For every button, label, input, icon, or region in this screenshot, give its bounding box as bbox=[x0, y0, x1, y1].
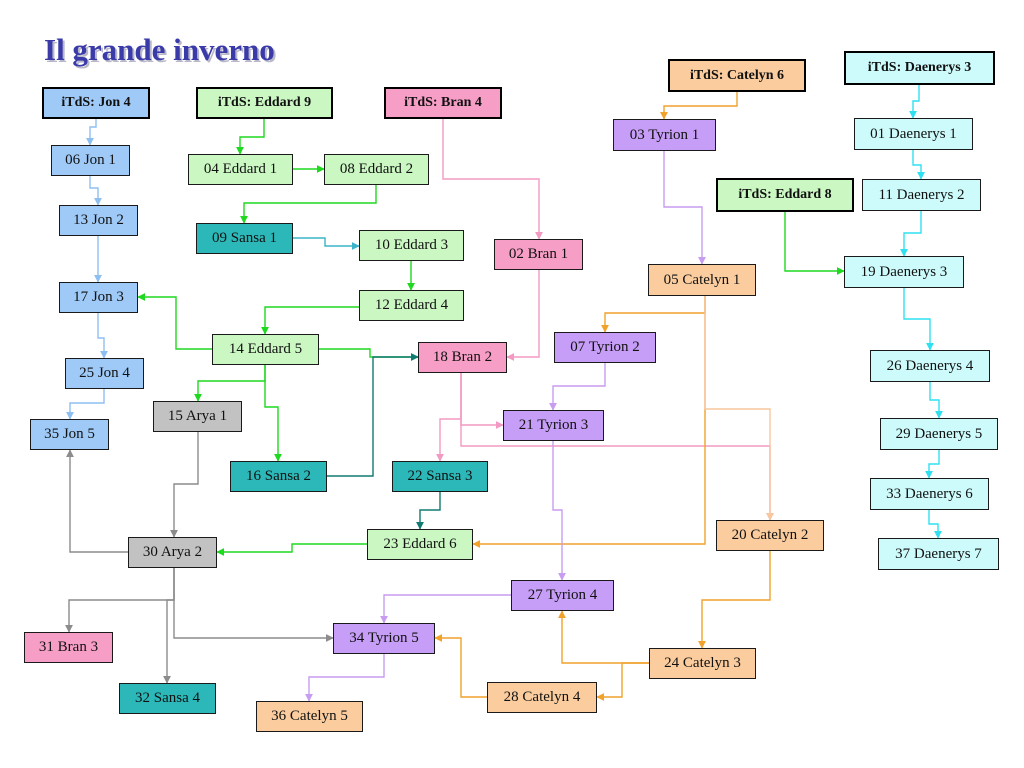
node-n23: 23 Eddard 6 bbox=[367, 529, 473, 560]
edge-n29-to-n33 bbox=[925, 450, 940, 479]
edge-n27-to-n34 bbox=[380, 594, 511, 624]
edge-n02-to-n18 bbox=[506, 270, 540, 361]
node-n32: 32 Sansa 4 bbox=[119, 683, 216, 714]
node-n21: 21 Tyrion 3 bbox=[503, 410, 604, 441]
node-n05: 05 Catelyn 1 bbox=[648, 264, 756, 296]
edge-n30-to-n32 bbox=[163, 568, 175, 684]
edge-n05-to-n20 bbox=[704, 296, 774, 521]
node-n34: 34 Tyrion 5 bbox=[333, 623, 435, 654]
edge-n23-to-n30 bbox=[216, 543, 367, 556]
node-n24: 24 Catelyn 3 bbox=[649, 648, 756, 679]
edge-n09-to-n10 bbox=[293, 237, 360, 250]
edge-n14-to-n17 bbox=[137, 293, 212, 350]
edge-n18-to-n22 bbox=[436, 373, 462, 462]
node-n25: 25 Jon 4 bbox=[65, 358, 144, 389]
edge-n21-to-n27 bbox=[552, 441, 566, 581]
edge-n03-to-n05 bbox=[663, 151, 706, 265]
edge-h_daenerys3-to-n01 bbox=[909, 85, 920, 119]
edge-n18-to-n20 bbox=[460, 373, 774, 521]
edge-n14-to-n15 bbox=[194, 365, 266, 402]
edge-n06-to-n13 bbox=[89, 176, 102, 206]
edge-n30-to-n35 bbox=[66, 449, 128, 553]
node-n19: 19 Daenerys 3 bbox=[844, 256, 964, 288]
node-n27: 27 Tyrion 4 bbox=[511, 580, 614, 611]
node-n08: 08 Eddard 2 bbox=[324, 154, 429, 185]
node-h_catelyn6: iTdS: Catelyn 6 bbox=[668, 59, 806, 92]
edge-n17-to-n25 bbox=[97, 313, 108, 359]
node-n01: 01 Daenerys 1 bbox=[854, 118, 973, 150]
edge-n30-to-n34 bbox=[173, 568, 334, 642]
edge-h_jon-to-n06 bbox=[86, 119, 97, 146]
node-n17: 17 Jon 3 bbox=[59, 282, 138, 313]
edge-n14-to-n16 bbox=[264, 365, 282, 462]
edge-n11-to-n19 bbox=[900, 211, 922, 257]
edge-n26-to-n29 bbox=[929, 382, 943, 419]
node-n11: 11 Daenerys 2 bbox=[862, 179, 981, 211]
node-n12: 12 Eddard 4 bbox=[359, 290, 464, 321]
edge-n24-to-n28 bbox=[596, 662, 649, 701]
edge-n25-to-n35 bbox=[66, 389, 105, 420]
node-n18: 18 Bran 2 bbox=[418, 342, 507, 373]
edge-h_eddard8-to-n19 bbox=[784, 212, 845, 275]
node-n36: 36 Catelyn 5 bbox=[256, 701, 363, 732]
edge-n20-to-n24 bbox=[698, 551, 771, 649]
node-n16: 16 Sansa 2 bbox=[230, 461, 327, 492]
page-title: Il grande inverno bbox=[44, 32, 275, 67]
edge-n22-to-n23 bbox=[416, 492, 441, 530]
node-h_eddard9: iTdS: Eddard 9 bbox=[196, 87, 333, 119]
node-n15: 15 Arya 1 bbox=[153, 401, 242, 432]
edge-n01-to-n11 bbox=[912, 150, 925, 180]
node-n33: 33 Daenerys 6 bbox=[870, 478, 989, 510]
edge-n30-to-n31 bbox=[65, 568, 175, 633]
edge-n14-to-n18 bbox=[319, 348, 419, 361]
edge-h_catelyn6-to-n03 bbox=[660, 92, 738, 120]
edge-n16-to-n18 bbox=[327, 353, 419, 477]
edge-n19-to-n26 bbox=[903, 288, 934, 351]
node-n35: 35 Jon 5 bbox=[30, 419, 109, 450]
node-n29: 29 Daenerys 5 bbox=[880, 418, 998, 450]
node-n30: 30 Arya 2 bbox=[128, 537, 217, 568]
node-h_jon: iTdS: Jon 4 bbox=[42, 87, 150, 119]
node-n37: 37 Daenerys 7 bbox=[878, 538, 999, 570]
node-n04: 04 Eddard 1 bbox=[188, 154, 293, 185]
edge-n15-to-n30 bbox=[170, 432, 199, 538]
node-n09: 09 Sansa 1 bbox=[196, 223, 293, 254]
edge-n34-to-n36 bbox=[305, 654, 385, 702]
node-n28: 28 Catelyn 4 bbox=[487, 682, 597, 713]
node-n02: 02 Bran 1 bbox=[494, 239, 583, 270]
node-n07: 07 Tyrion 2 bbox=[554, 332, 656, 363]
node-h_eddard8: iTdS: Eddard 8 bbox=[716, 178, 854, 212]
edge-h_bran4-to-n02 bbox=[442, 119, 543, 240]
node-n26: 26 Daenerys 4 bbox=[870, 350, 990, 382]
node-n03: 03 Tyrion 1 bbox=[613, 119, 716, 151]
node-n22: 22 Sansa 3 bbox=[392, 461, 488, 492]
node-n13: 13 Jon 2 bbox=[59, 205, 138, 236]
node-n14: 14 Eddard 5 bbox=[212, 334, 319, 365]
node-n06: 06 Jon 1 bbox=[51, 145, 130, 176]
edge-n08-to-n09 bbox=[240, 185, 377, 224]
edge-n05-to-n07 bbox=[601, 296, 706, 333]
node-h_daenerys3: iTdS: Daenerys 3 bbox=[844, 51, 995, 85]
edge-h_eddard9-to-n04 bbox=[236, 119, 265, 155]
edge-n07-to-n21 bbox=[549, 363, 606, 411]
edge-n28-to-n34 bbox=[434, 634, 487, 698]
edge-n18-to-n21 bbox=[460, 373, 504, 429]
node-n31: 31 Bran 3 bbox=[24, 632, 113, 663]
node-n10: 10 Eddard 3 bbox=[359, 230, 464, 261]
node-h_bran4: iTdS: Bran 4 bbox=[384, 87, 502, 119]
edge-n24-to-n27 bbox=[558, 610, 649, 664]
edge-n33-to-n37 bbox=[928, 510, 942, 539]
node-n20: 20 Catelyn 2 bbox=[716, 520, 824, 551]
